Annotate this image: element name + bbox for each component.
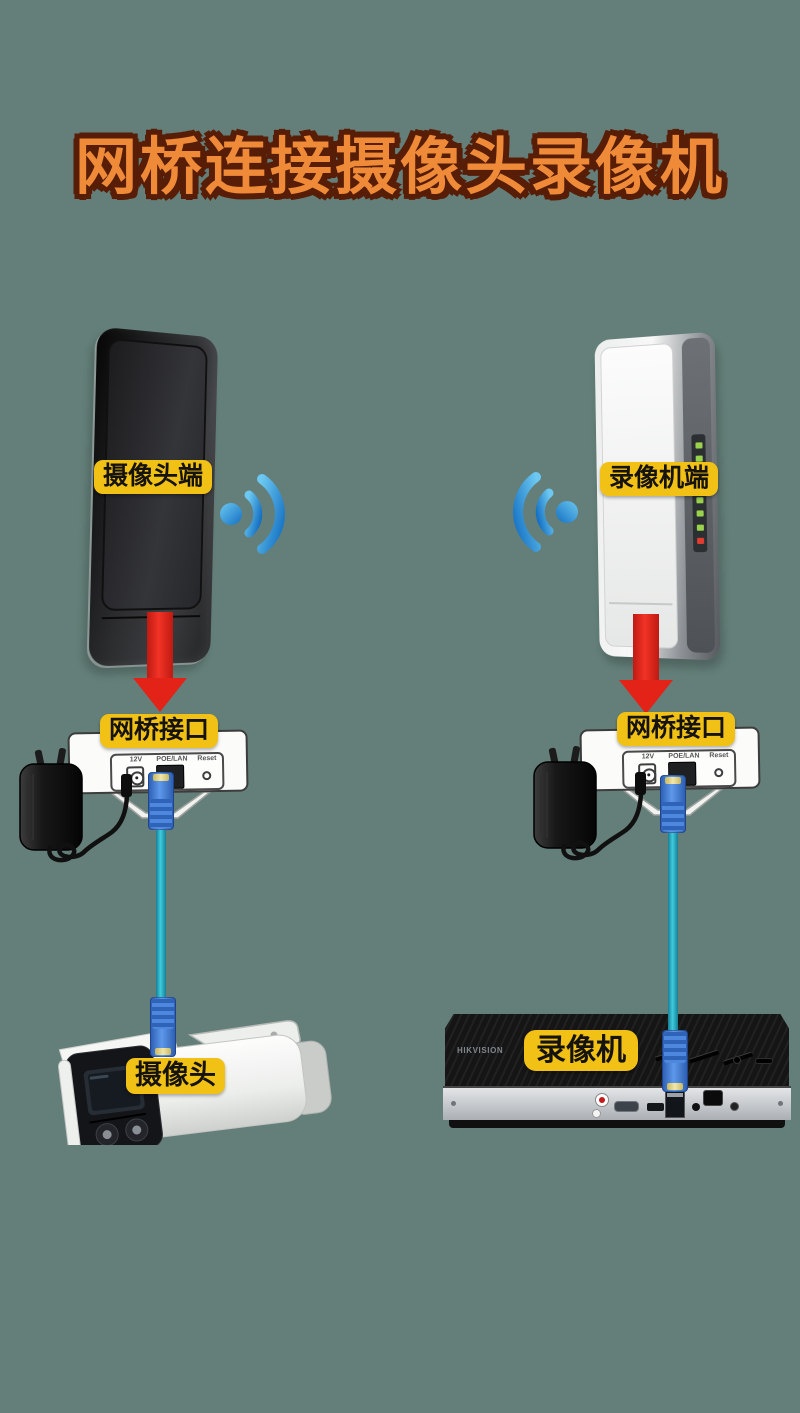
bridge-port-label: 网桥接口 <box>100 714 219 748</box>
hdmi-port <box>647 1103 664 1111</box>
led-green <box>694 441 703 449</box>
power-switch <box>703 1090 723 1106</box>
usb-port <box>692 1103 700 1111</box>
rj45-connector <box>662 1030 688 1092</box>
screw <box>451 1101 456 1106</box>
led-red <box>696 538 704 545</box>
recorder-back-panel <box>443 1086 791 1120</box>
rj45-connector <box>660 775 686 833</box>
chassis-slot <box>755 1058 773 1064</box>
bridge-front-panel <box>600 342 679 649</box>
port-label-reset: Reset <box>197 754 217 763</box>
reset-button <box>202 771 212 781</box>
camera-side-label: 摄像头端 <box>94 460 213 494</box>
vga-port <box>614 1101 639 1112</box>
recorder-base <box>449 1120 785 1128</box>
bridge-port-label: 网桥接口 <box>617 712 736 746</box>
power-adapter <box>19 748 132 863</box>
rj45-connector <box>150 997 176 1057</box>
page-title: 网桥连接摄像头录像机 <box>74 133 725 202</box>
recorder-label: 录像机 <box>524 1030 638 1072</box>
led-green <box>696 524 704 531</box>
dc-input <box>730 1102 739 1111</box>
recorder-side-label: 录像机端 <box>600 462 719 496</box>
audio-in-rca <box>592 1109 601 1118</box>
ethernet-cable <box>156 826 166 1003</box>
camera-label: 摄像头 <box>126 1058 225 1094</box>
led-green <box>696 510 704 517</box>
rj45-connector <box>148 772 174 830</box>
chassis-hole <box>733 1056 741 1064</box>
ethernet-cable <box>668 829 678 1036</box>
recorder-side-bridge-device <box>594 331 721 661</box>
led-green <box>695 455 703 462</box>
lan-port <box>665 1091 685 1118</box>
brand-logo: HIKVISION <box>457 1046 504 1055</box>
screw <box>778 1101 783 1106</box>
reset-button <box>714 768 724 778</box>
audio-out-rca <box>595 1093 609 1107</box>
down-arrow-icon <box>619 614 673 714</box>
port-label-reset: Reset <box>709 751 729 760</box>
led-green <box>695 496 703 504</box>
bridge-seam <box>609 602 673 606</box>
down-arrow-icon <box>133 612 187 712</box>
power-adapter <box>533 746 646 861</box>
wifi-signal-icon <box>513 472 578 552</box>
wifi-signal-icon <box>220 474 285 554</box>
vent-slot <box>688 1049 720 1064</box>
